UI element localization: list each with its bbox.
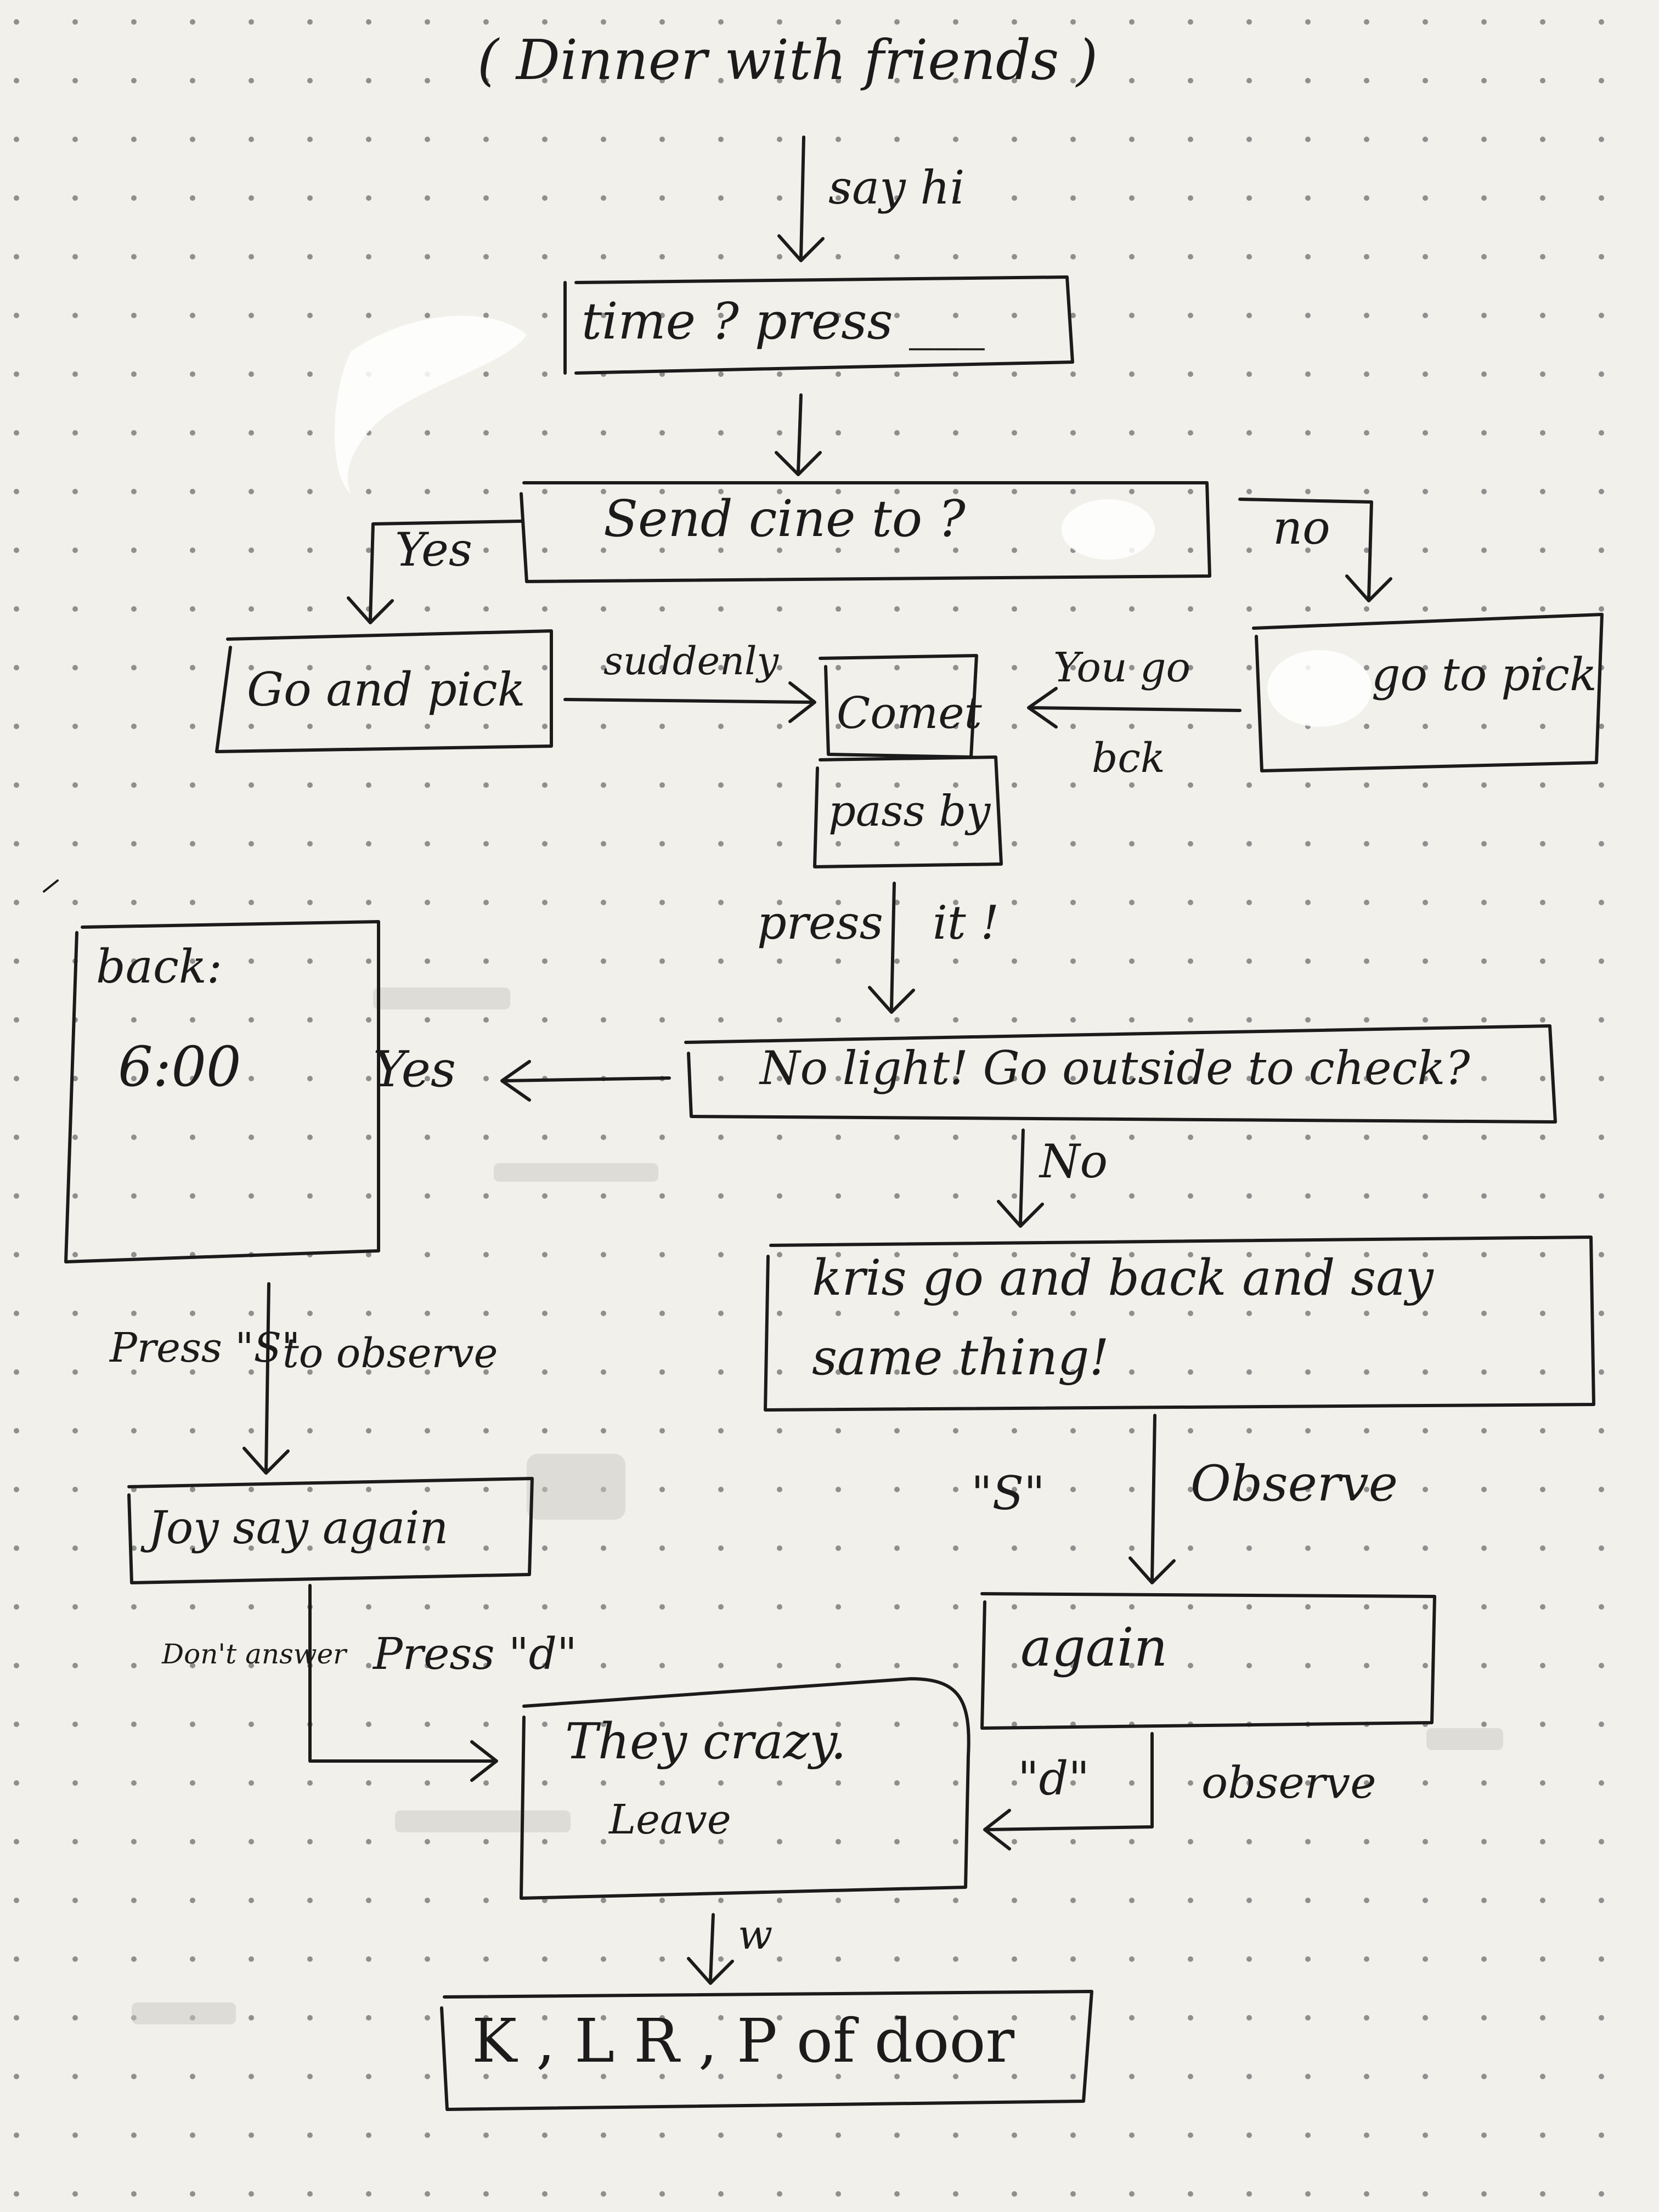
edge-yes2-label: Yes — [373, 1041, 456, 1098]
node-kris-back-label: kris go and back and say — [812, 1249, 1434, 1307]
node-joy-label: Joy say again — [148, 1502, 449, 1554]
edge-press-s-label: Press "S" — [110, 1324, 301, 1372]
edge-it-label: it ! — [933, 896, 1000, 950]
node-no-light-label: No light! Go outside to check? — [760, 1041, 1470, 1095]
edge-yes-label: Yes — [395, 523, 472, 577]
node-again-label: again — [1020, 1617, 1168, 1678]
diagram-boxes — [64, 275, 1604, 2111]
edge-press-label: press — [757, 896, 883, 950]
edge-no2-label: No — [1040, 1135, 1108, 1188]
box-time — [563, 275, 1074, 375]
edge-press-d-label: Press "d" — [373, 1628, 577, 1679]
box-kris-back — [764, 1235, 1595, 1412]
diagram-arrows — [242, 136, 1392, 1985]
node-back-label: back: — [96, 940, 223, 994]
edge-say-hi-label: say hi — [828, 161, 965, 215]
arrow-send-no — [1238, 498, 1392, 602]
arrow-crazy-to-end — [687, 1913, 734, 1985]
node-crazy-label-2: Leave — [609, 1796, 731, 1843]
box-no-light — [684, 1024, 1557, 1124]
arrow-no-light-yes — [500, 1060, 671, 1102]
node-pass-by-label: pass by — [828, 787, 991, 836]
node-comet-label: Comet — [837, 687, 982, 738]
arrow-send-yes — [347, 520, 523, 624]
edge-observe-label: Observe — [1190, 1455, 1398, 1513]
node-send-label: Send cine to ? — [603, 489, 966, 548]
box-crazy — [520, 1677, 970, 1900]
edge-suddenly-label: suddenly — [603, 639, 779, 684]
box-go-pick — [215, 629, 553, 753]
edge-d-label: "d" — [1018, 1752, 1090, 1805]
edge-observe2-label: observe — [1201, 1757, 1376, 1808]
edge-s-label: "S" — [971, 1466, 1045, 1520]
edge-no-label: no — [1273, 501, 1330, 555]
arrow-joy-to-crazy — [308, 1584, 498, 1782]
node-time-label: time ? press ___ — [582, 292, 985, 351]
arrow-back-to-joy — [242, 1282, 290, 1475]
edge-to-observe-label: to observe — [283, 1330, 498, 1377]
node-go-pick-label: Go and pick — [247, 663, 526, 716]
arrow-press-it — [868, 882, 915, 1014]
box-back — [64, 920, 380, 1263]
box-pass-by — [813, 755, 1003, 868]
node-end-label: K , L R , P of door — [472, 2006, 1015, 2076]
box-again — [980, 1592, 1436, 1730]
box-kris-pick — [1252, 613, 1604, 772]
box-send — [520, 481, 1211, 583]
node-kris-pick-label: go to pick — [1372, 649, 1597, 701]
edge-w-label: w — [738, 1911, 773, 1959]
arrow-kris-to-again — [1128, 1414, 1176, 1584]
bleed-through-marks — [132, 988, 1503, 2024]
edge-back-label: bck — [1092, 735, 1165, 782]
stray-tick-mark — [43, 879, 59, 893]
arrow-again-to-crazy — [983, 1732, 1154, 1850]
diagram-title: ( Dinner with friends ) — [477, 28, 1098, 92]
box-end — [440, 1990, 1093, 2111]
correction-fluid-marks — [335, 315, 1372, 727]
arrow-no-light-no — [997, 1128, 1044, 1228]
node-kris-back-label-2: same thing! — [812, 1329, 1109, 1386]
arrow-kris-to-comet — [1027, 687, 1242, 729]
edge-dont-answer-label: Don't answer — [162, 1638, 347, 1670]
arrow-time-to-send — [775, 393, 822, 476]
node-back-time: 6:00 — [118, 1035, 241, 1099]
arrow-title-to-time — [777, 136, 825, 262]
box-joy — [127, 1477, 534, 1584]
edge-you-go-label: You go — [1053, 644, 1191, 691]
arrow-go-pick-to-comet — [563, 681, 816, 723]
node-crazy-label: They crazy. — [565, 1713, 847, 1770]
